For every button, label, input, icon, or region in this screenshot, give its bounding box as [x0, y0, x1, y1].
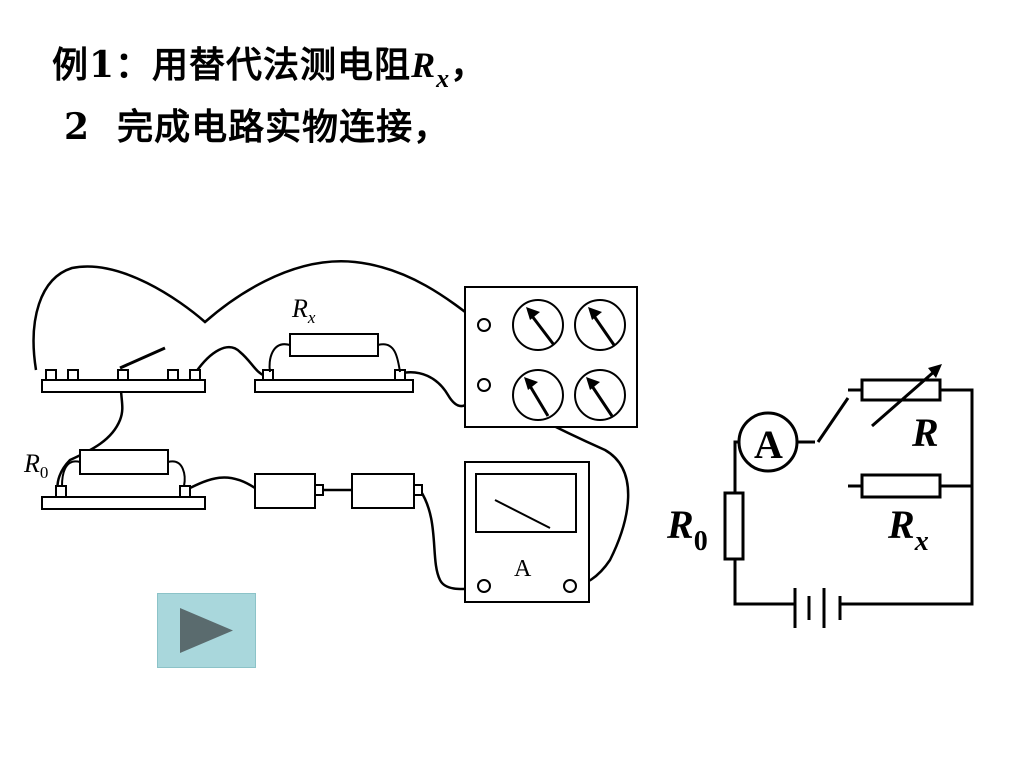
- battery-1: [254, 473, 324, 509]
- title-line1-suffix: ，: [450, 44, 488, 86]
- play-triangle-icon: [180, 608, 233, 653]
- ammeter-physical: [464, 461, 590, 603]
- schematic-rx-label: Rx: [887, 502, 929, 557]
- schematic-rheostat: [860, 378, 942, 402]
- switch-board: [41, 346, 206, 393]
- title-line-2: 2 完成电路实物连接，: [64, 98, 450, 150]
- physical-ammeter-label: A: [514, 556, 532, 582]
- physical-rx-label: Rx: [291, 294, 316, 327]
- schematic: [723, 364, 974, 628]
- schematic-ammeter-label: A: [754, 422, 783, 467]
- title-line1-prefix: 例1：用替代法测电阻: [52, 44, 412, 86]
- battery-2: [351, 473, 423, 509]
- dial-2: [574, 299, 626, 351]
- play-button[interactable]: [157, 593, 256, 668]
- rx-board: [254, 333, 414, 393]
- dial-1: [512, 299, 564, 351]
- schematic-r0: [723, 491, 745, 561]
- dial-4: [574, 369, 626, 421]
- title-line-1: 例1：用替代法测电阻Rx，: [52, 36, 488, 93]
- title-rx-sub: x: [436, 64, 451, 93]
- title-rx-var: R: [411, 45, 437, 85]
- title-line2-text: 完成电路实物连接，: [117, 106, 451, 148]
- title-line2-num: 2: [64, 106, 91, 148]
- physical-wiring: [32, 260, 630, 591]
- schematic-rx: [860, 473, 942, 499]
- schematic-r-label: R: [911, 410, 939, 455]
- resistance-box: [464, 286, 638, 428]
- schematic-r0-label: R0: [666, 502, 708, 557]
- physical-r0-label: R0: [23, 449, 48, 482]
- r0-board: [41, 449, 206, 510]
- dial-3: [512, 369, 564, 421]
